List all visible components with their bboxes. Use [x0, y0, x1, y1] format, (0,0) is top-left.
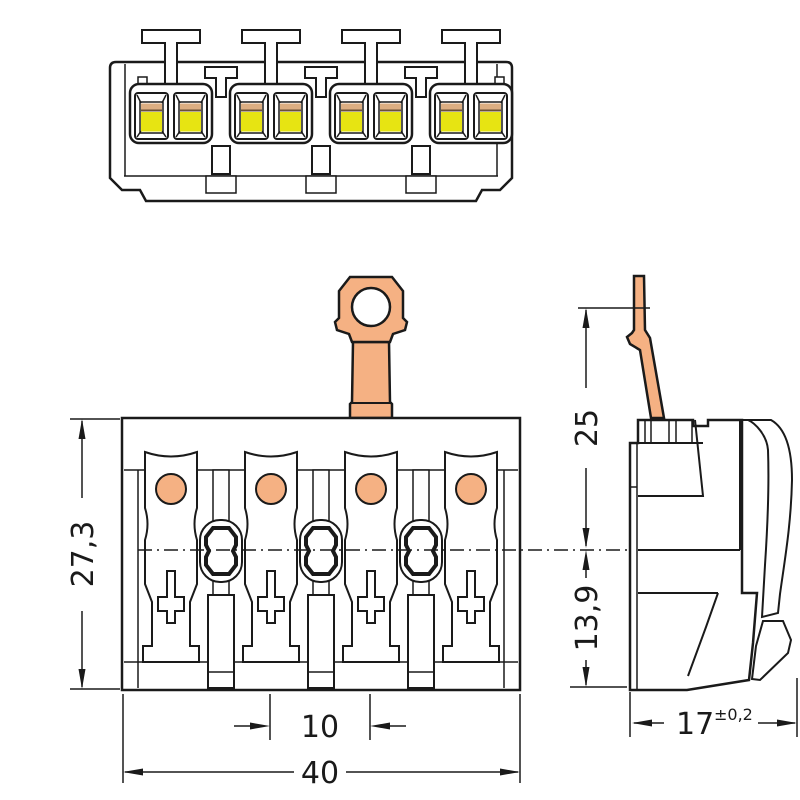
dimension-side-upper: 25 [570, 307, 650, 548]
front-view [120, 275, 641, 692]
dimension-side-depth: 17 ±0,2 [629, 678, 798, 742]
side-view-housing-outline [628, 418, 759, 692]
dim-label-side-depth-tolerance: ±0,2 [714, 705, 753, 724]
dim-label-front-width: 40 [301, 756, 339, 791]
ground-lug-hole [350, 286, 392, 328]
dimension-side-lower: 13,9 [570, 550, 627, 688]
side-view-claw-hook [750, 620, 793, 682]
dim-label-side-depth: 17 [676, 707, 714, 742]
side-view-claw-blade [742, 419, 794, 619]
ground-strip [625, 274, 666, 420]
ground-lug [333, 275, 409, 420]
dimension-front-width: 40 [122, 694, 521, 791]
dim-label-side-lower: 13,9 [570, 585, 605, 652]
dim-label-side-upper: 25 [570, 409, 605, 447]
dimension-front-height: 27,3 [66, 418, 120, 690]
dim-label-front-height: 27,3 [66, 521, 101, 588]
dimension-pole-pitch: 10 [234, 694, 406, 745]
dim-label-pole-pitch: 10 [301, 710, 339, 745]
top-view [108, 30, 514, 203]
side-view [625, 274, 794, 692]
